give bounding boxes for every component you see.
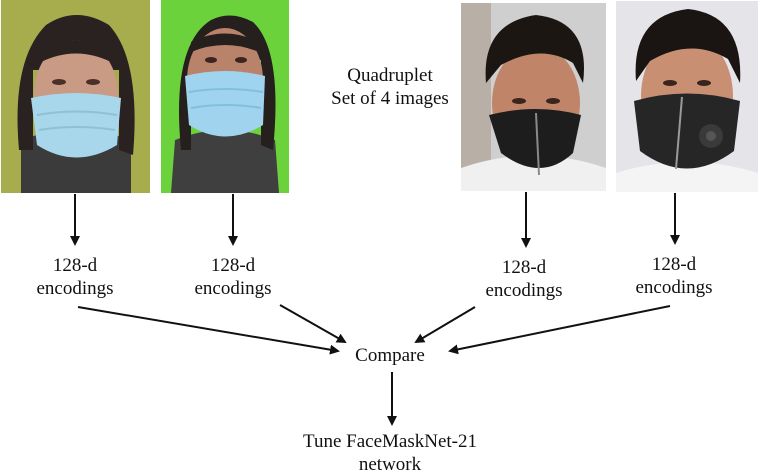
quadruplet-title: Quadruplet Set of 4 images: [331, 65, 449, 109]
encoding-label-3: 128-d encodings: [485, 257, 563, 301]
encoding-label-4: 128-d encodings: [635, 254, 713, 298]
output-node: Tune FaceMaskNet-21 network: [303, 431, 477, 475]
man-black-valve-mask-photo: [616, 1, 758, 192]
arrow-encoding2-compare: [279, 304, 347, 343]
arrow-encoding4-compare: [448, 305, 671, 355]
encoding-label-1: 128-d encodings: [36, 255, 114, 299]
compare-node: Compare: [355, 345, 425, 366]
woman-white-mask-photo: [1, 0, 150, 193]
arrow-encoding1-compare: [77, 306, 340, 355]
woman-blue-mask-photo: [161, 0, 289, 193]
arrow-encoding3-compare: [414, 306, 476, 344]
man-black-mask-photo: [461, 3, 606, 191]
encoding-label-2: 128-d encodings: [194, 255, 272, 299]
